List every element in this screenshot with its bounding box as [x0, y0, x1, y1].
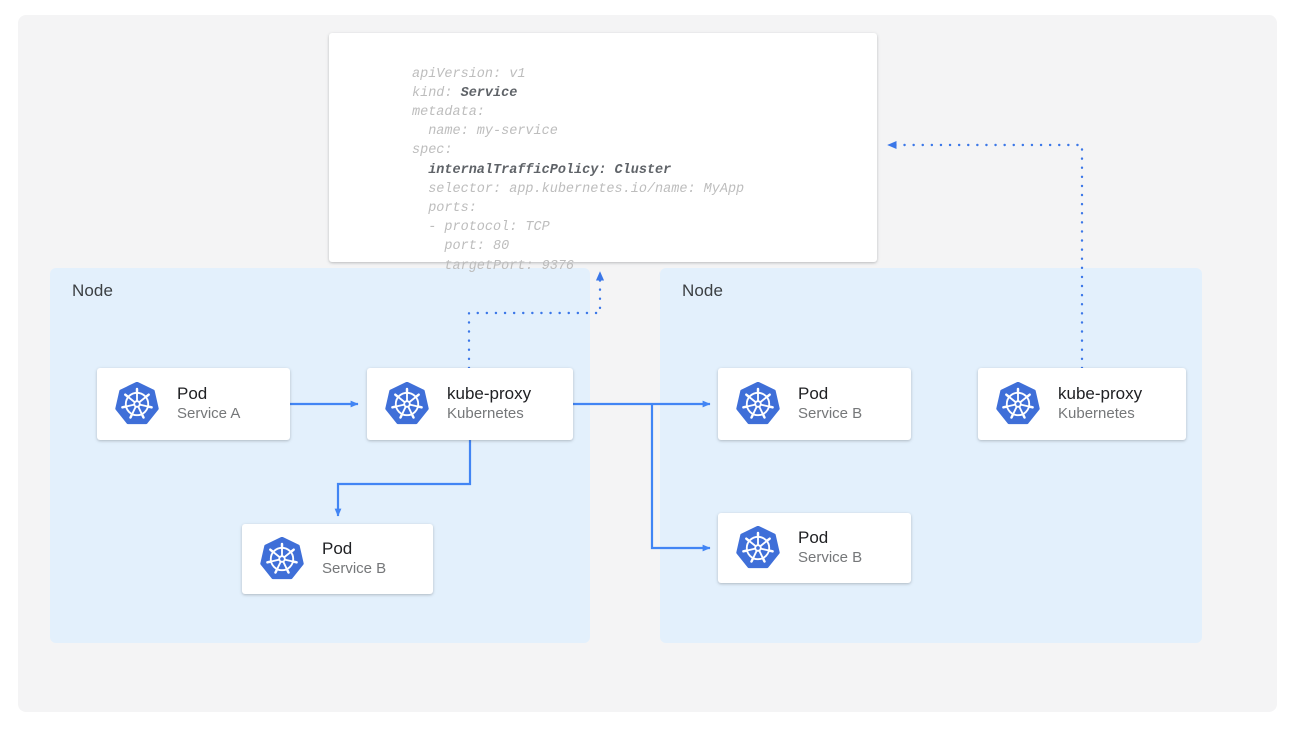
card-pod-service-a[interactable]: Pod Service A: [97, 368, 290, 440]
card-text: Pod Service A: [177, 384, 240, 423]
card-text: kube-proxy Kubernetes: [447, 384, 531, 423]
card-kube-proxy-right[interactable]: kube-proxy Kubernetes: [978, 368, 1186, 440]
kubernetes-icon: [260, 536, 304, 581]
card-title: Pod: [798, 528, 829, 548]
kubernetes-icon: [115, 381, 159, 426]
card-pod-service-b-local[interactable]: Pod Service B: [242, 524, 433, 594]
card-subtitle: Kubernetes: [1058, 405, 1135, 423]
card-title: Pod: [177, 384, 208, 404]
node-label-left: Node: [72, 281, 114, 300]
card-pod-service-b-remote-top[interactable]: Pod Service B: [718, 368, 911, 440]
card-subtitle: Kubernetes: [447, 405, 524, 423]
card-title: Pod: [322, 539, 353, 559]
card-subtitle: Service A: [177, 405, 241, 423]
node-label-right: Node: [682, 281, 724, 300]
card-subtitle: Service B: [798, 405, 863, 423]
card-kube-proxy-left[interactable]: kube-proxy Kubernetes: [367, 368, 573, 440]
kubernetes-icon: [385, 381, 429, 426]
kubernetes-icon: [736, 525, 780, 570]
service-manifest-panel: apiVersion: v1 kind: Service metadata: n…: [329, 33, 877, 274]
card-title: Pod: [798, 384, 829, 404]
kubernetes-icon: [736, 381, 780, 426]
node-container-right: Node: [660, 268, 1202, 643]
card-subtitle: Service B: [798, 549, 863, 567]
service-manifest-code: apiVersion: v1 kind: Service metadata: n…: [412, 66, 745, 274]
card-text: Pod Service B: [798, 384, 862, 423]
card-subtitle: Service B: [322, 560, 387, 578]
card-text: Pod Service B: [322, 539, 386, 578]
card-title: kube-proxy: [1058, 384, 1143, 404]
card-title: kube-proxy: [447, 384, 532, 404]
kubernetes-icon: [996, 381, 1040, 426]
card-pod-service-b-remote-bottom[interactable]: Pod Service B: [718, 513, 911, 583]
card-text: kube-proxy Kubernetes: [1058, 384, 1142, 423]
card-text: Pod Service B: [798, 528, 862, 567]
